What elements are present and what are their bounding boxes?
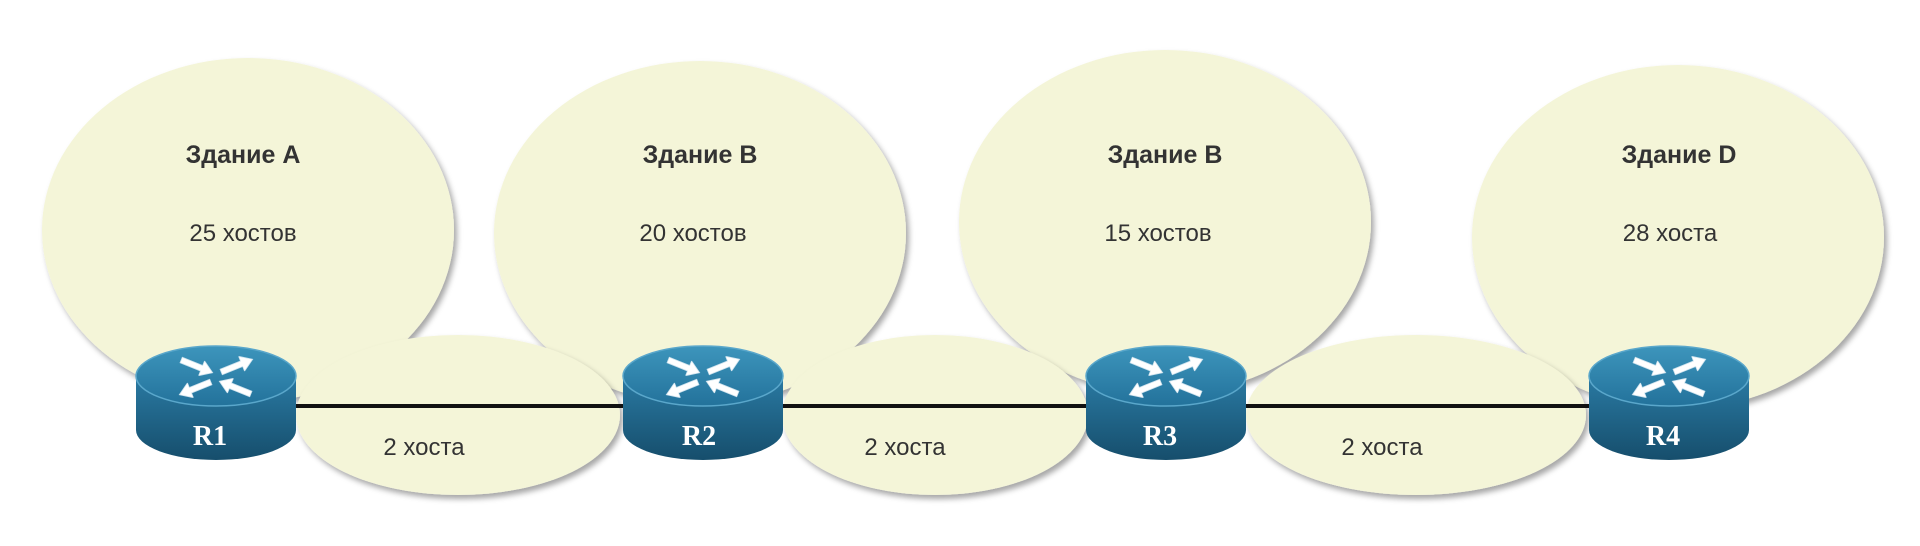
link-1-hosts: 2 хоста [383, 434, 465, 461]
router-r1[interactable]: R1 [135, 345, 297, 460]
building-labels: Здание A 25 хостов Здание B 20 хостов Зд… [186, 141, 1737, 247]
link-2-hosts: 2 хоста [864, 434, 946, 461]
link-3-hosts: 2 хоста [1341, 434, 1423, 461]
building-c-hosts: 15 хостов [1104, 220, 1211, 247]
router-icon [1085, 345, 1247, 460]
building-b-title: Здание B [643, 141, 758, 169]
building-b-hosts: 20 хостов [639, 220, 746, 247]
router-icon [622, 345, 784, 460]
router-icon [1588, 345, 1750, 460]
building-c-title: Здание B [1108, 141, 1223, 169]
router-r3-label: R3 [1143, 421, 1177, 452]
building-a-area [42, 58, 454, 402]
building-a-hosts: 25 хостов [189, 220, 296, 247]
link-1-area [296, 335, 620, 495]
link-labels: 2 хоста 2 хоста 2 хоста [383, 434, 1423, 461]
building-c-area [959, 50, 1371, 394]
building-a-title: Здание A [186, 141, 301, 169]
router-r3[interactable]: R3 [1085, 345, 1247, 460]
building-ellipses [42, 50, 1884, 409]
router-r4[interactable]: R4 [1588, 345, 1750, 460]
router-r4-label: R4 [1646, 421, 1680, 452]
building-d-title: Здание D [1622, 141, 1737, 169]
router-r2[interactable]: R2 [622, 345, 784, 460]
router-icon [135, 345, 297, 460]
link-2-area [782, 335, 1088, 495]
link-3-area [1246, 335, 1586, 495]
router-r1-label: R1 [193, 421, 227, 452]
building-d-hosts: 28 хоста [1623, 220, 1718, 247]
building-b-area [494, 61, 906, 405]
link-ellipses [296, 335, 1586, 495]
router-r2-label: R2 [682, 421, 716, 452]
building-d-area [1472, 65, 1884, 409]
